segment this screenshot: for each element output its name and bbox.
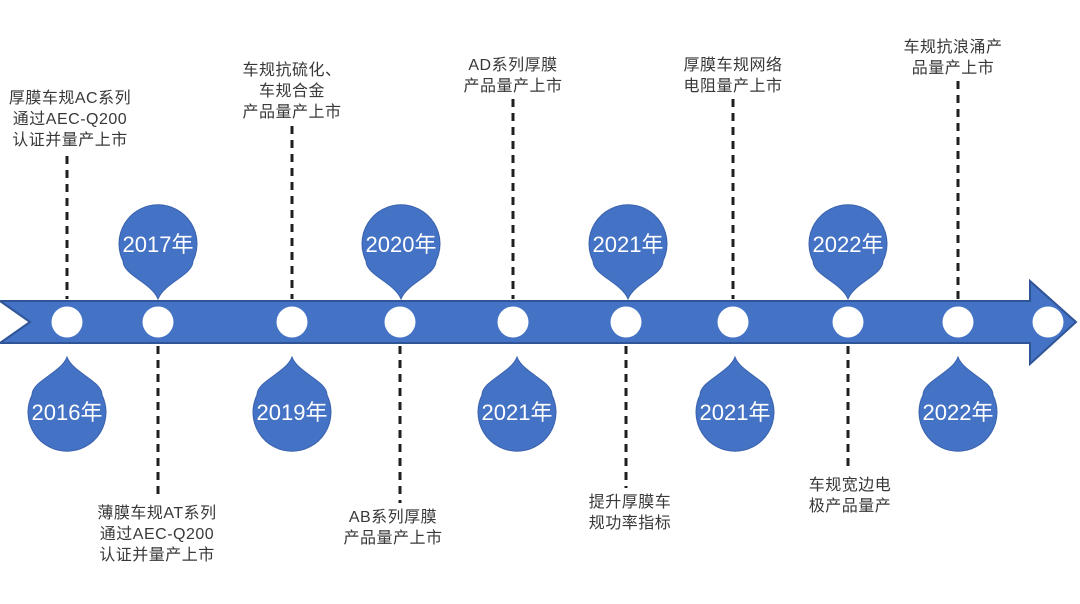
milestone-annotation: 厚膜车规AC系列 通过AEC-Q200 认证并量产上市 xyxy=(8,90,132,149)
year-label: 2021年 xyxy=(482,400,553,425)
year-label: 2021年 xyxy=(593,232,664,257)
timeline-node xyxy=(497,306,529,338)
timeline-node xyxy=(1032,306,1064,338)
timeline-arrow-bar xyxy=(0,278,1078,367)
year-balloon-2020 xyxy=(361,204,441,301)
milestone-annotation: 薄膜车规AT系列 通过AEC-Q200 认证并量产上市 xyxy=(97,505,217,564)
timeline-node xyxy=(717,306,749,338)
year-label: 2021年 xyxy=(700,400,771,425)
year-balloon-2021-below-b xyxy=(695,355,775,452)
year-balloon-2021-below-a xyxy=(477,355,557,452)
year-label: 2020年 xyxy=(366,232,437,257)
milestone-annotation: 车规抗浪涌产 品量产上市 xyxy=(903,39,1003,77)
timeline-node xyxy=(276,306,308,338)
year-label: 2022年 xyxy=(923,400,994,425)
year-balloon-2021 xyxy=(588,204,668,301)
year-balloon-2017 xyxy=(118,204,198,301)
year-balloon-2016 xyxy=(27,355,107,452)
milestone-annotation: AD系列厚膜 产品量产上市 xyxy=(463,57,563,95)
milestone-annotation: 提升厚膜车 规功率指标 xyxy=(588,494,672,532)
timeline-node xyxy=(832,306,864,338)
milestone-annotation: 厚膜车规网络 电阻量产上市 xyxy=(683,57,783,95)
timeline-node xyxy=(942,306,974,338)
year-balloon-2022 xyxy=(808,204,888,301)
year-label: 2017年 xyxy=(123,232,194,257)
timeline-node xyxy=(384,306,416,338)
timeline-node xyxy=(142,306,174,338)
year-label: 2019年 xyxy=(257,400,328,425)
year-balloon-2019 xyxy=(252,355,332,452)
year-label: 2022年 xyxy=(813,232,884,257)
milestone-annotation: 车规宽边电 极产品量产 xyxy=(808,477,892,515)
timeline-node xyxy=(51,306,83,338)
milestone-annotation: AB系列厚膜 产品量产上市 xyxy=(343,509,443,547)
year-label: 2016年 xyxy=(32,400,103,425)
milestone-annotation: 车规抗硫化、 车规合金 产品量产上市 xyxy=(242,62,342,121)
year-balloon-2022-below xyxy=(918,355,998,452)
timeline-node xyxy=(610,306,642,338)
